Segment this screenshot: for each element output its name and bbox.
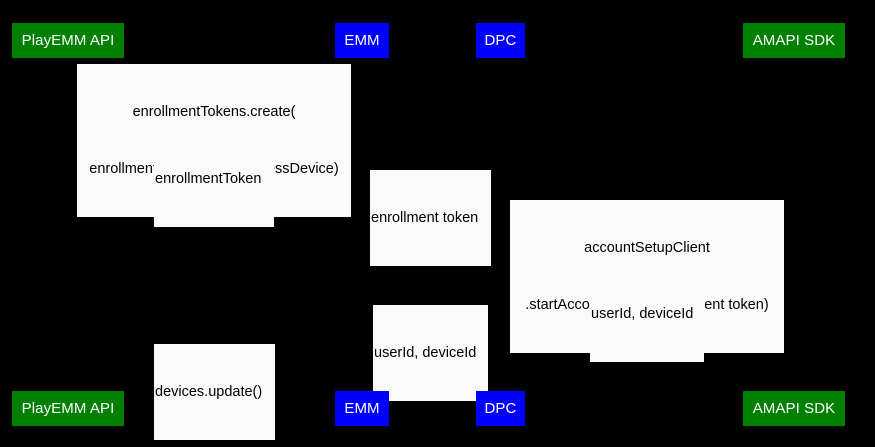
message-label-enrollment-token-transfer: enrollment token (370, 170, 491, 266)
message-line-1: enrollmentTokens.create( (132, 104, 296, 120)
participant-label: DPC (484, 32, 517, 49)
message-label-enrollment-token-response: enrollmentToken (154, 131, 274, 227)
message-label-devices-update: devices.update() (154, 344, 275, 440)
participant-top-dpc[interactable]: DPC (476, 23, 525, 58)
participant-top-playemm-api[interactable]: PlayEMM API (12, 23, 124, 58)
message-label-userid-deviceid-sdk: userId, deviceId (590, 266, 704, 362)
participant-label: EMM (344, 32, 380, 49)
participant-label: EMM (344, 400, 380, 417)
message-line-1: enrollment token (371, 210, 479, 226)
message-label-userid-deviceid-emm: userId, deviceId (373, 305, 488, 401)
participant-label: PlayEMM API (21, 32, 115, 49)
participant-label: PlayEMM API (21, 400, 115, 417)
message-line-1: userId, deviceId (374, 345, 477, 361)
message-line-1: enrollmentToken (155, 171, 262, 187)
message-line-1: userId, deviceId (591, 306, 694, 322)
message-line-1: devices.update() (155, 384, 263, 400)
participant-top-emm[interactable]: EMM (335, 23, 389, 58)
message-line-1: accountSetupClient (584, 240, 710, 256)
lifeline-playemm-api (67, 57, 68, 390)
participant-label: DPC (484, 400, 517, 417)
lifeline-emm (361, 57, 362, 390)
lifeline-amapi-sdk (793, 57, 794, 390)
lifeline-dpc (500, 57, 501, 390)
participant-bottom-amapi-sdk[interactable]: AMAPI SDK (743, 391, 845, 426)
participant-bottom-emm[interactable]: EMM (335, 391, 389, 426)
participant-top-amapi-sdk[interactable]: AMAPI SDK (743, 23, 845, 58)
participant-bottom-dpc[interactable]: DPC (476, 391, 525, 426)
participant-label: AMAPI SDK (752, 32, 836, 49)
participant-label: AMAPI SDK (752, 400, 836, 417)
participant-bottom-playemm-api[interactable]: PlayEMM API (12, 391, 124, 426)
